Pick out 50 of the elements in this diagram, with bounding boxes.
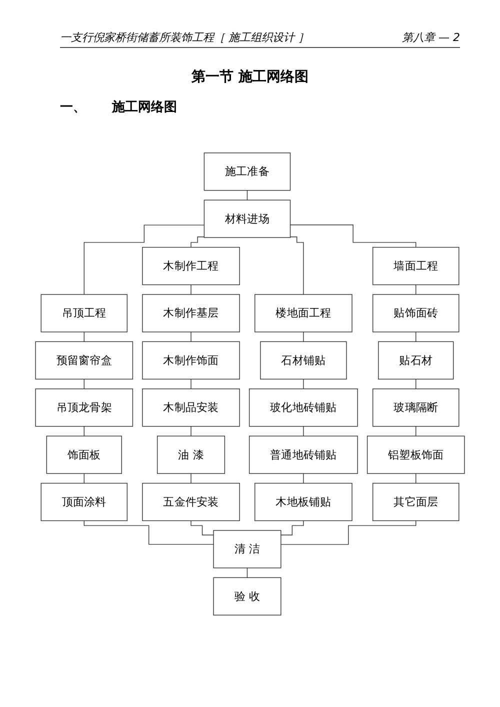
node-box: 木制作饰面 <box>142 341 240 380</box>
connector <box>190 378 192 390</box>
node-box: 五金件安装 <box>142 482 240 522</box>
connector <box>280 520 416 545</box>
node-box: 楼地面工程 <box>254 294 352 332</box>
connector <box>290 224 416 248</box>
node-box: 贴饰面砖 <box>372 294 460 332</box>
node-box: 预留窗帘盒 <box>35 341 134 380</box>
node-box: 木地板铺贴 <box>254 482 352 522</box>
connector <box>303 332 304 342</box>
connector <box>190 426 192 436</box>
node-box: 贴石材 <box>378 341 454 380</box>
node-box: 施工准备 <box>204 152 291 191</box>
node-box: 玻化地砖铺贴 <box>248 388 358 427</box>
node-box: 普通地砖铺贴 <box>248 436 358 474</box>
connector <box>84 224 205 295</box>
connector <box>303 378 304 390</box>
connector <box>190 284 192 295</box>
node-box: 木制作基层 <box>142 294 240 332</box>
node-box: 验 收 <box>213 577 282 616</box>
connector <box>290 236 304 295</box>
node-box: 玻璃隔断 <box>372 388 460 427</box>
connector <box>190 473 192 484</box>
connector <box>190 332 192 342</box>
node-box: 其它面层 <box>372 482 460 522</box>
connector <box>246 190 248 200</box>
node-box: 吊顶龙骨架 <box>35 388 134 427</box>
connector <box>190 520 214 536</box>
connector <box>303 473 304 484</box>
node-box: 石材铺贴 <box>260 341 347 380</box>
connector <box>303 426 304 436</box>
page-title: 第一节 施工网络图 <box>190 68 310 86</box>
node-box: 吊顶工程 <box>40 294 128 332</box>
connector <box>84 520 214 545</box>
node-box: 饰面板 <box>46 436 122 474</box>
section-heading: 施工网络图 <box>112 99 177 116</box>
section-number: 一、 <box>60 99 86 116</box>
node-box: 木制品安装 <box>142 388 240 427</box>
header-text: 一支行倪家桥街储蓄所装饰工程［ 施工组织设计 ］ <box>60 30 309 45</box>
node-box: 油 漆 <box>156 436 226 474</box>
node-box: 顶面涂料 <box>40 482 128 522</box>
node-box: 铝塑板饰面 <box>366 436 465 474</box>
node-box: 木制作工程 <box>142 246 240 286</box>
node-box: 墙面工程 <box>372 246 460 286</box>
connector <box>280 520 304 536</box>
connector <box>246 568 248 578</box>
connector <box>190 236 205 248</box>
node-box: 清 洁 <box>213 530 282 568</box>
node-box: 材料进场 <box>204 200 291 238</box>
page-number: 第八章 — 2 <box>402 30 460 45</box>
